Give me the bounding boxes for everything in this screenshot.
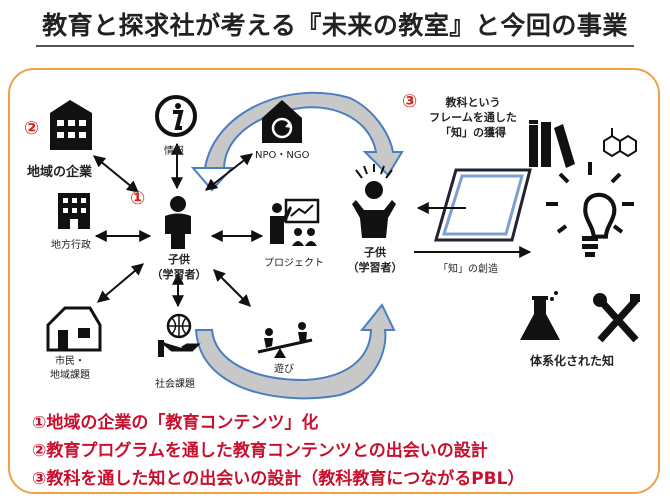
label-social-issues: 社会課題 [155, 379, 195, 390]
subject-frame-icon [434, 168, 532, 242]
label-learner-left: （学習者） [151, 268, 207, 281]
badge-two: ② [24, 118, 40, 139]
citizen-house-icon [46, 306, 102, 352]
label-frame-line3: 「知」の獲得 [440, 126, 506, 139]
label-learner-right: （学習者） [347, 261, 403, 274]
label-local-gov: 地方行政 [51, 240, 91, 251]
label-project: プロジェクト [264, 258, 324, 269]
label-child-right: 子供 [364, 246, 386, 259]
books-icon [529, 120, 575, 168]
label-npo: NPO・NGO [255, 150, 310, 161]
child-learner-icon [165, 196, 191, 249]
summary-item-3: ③教科を通した知との出会いの設計（教科教育につながるPBL） [32, 469, 525, 489]
badge-one: ① [130, 188, 146, 209]
company-building-icon [50, 100, 92, 150]
tools-icon [593, 293, 640, 343]
label-child-left: 子供 [168, 253, 190, 266]
molecule-icon [603, 128, 637, 158]
play-seesaw-icon [257, 322, 313, 358]
lightbulb-icon [546, 162, 634, 257]
summary-item-1: ①地域の企業の「教育コンテンツ」化 [32, 413, 319, 433]
label-frame-line1: 教科という [445, 96, 501, 109]
label-play: 遊び [274, 364, 294, 375]
science-flask-icon [520, 291, 560, 340]
project-presentation-icon [270, 198, 320, 246]
label-frame-line2: フレームを通した [429, 111, 517, 124]
info-icon [155, 95, 197, 137]
label-info: 情報 [164, 146, 184, 157]
label-regional-issues: 地域課題 [50, 370, 90, 381]
diagram-frame [8, 68, 660, 494]
title-underline [36, 45, 634, 47]
child-cheering-icon [352, 164, 396, 238]
label-systematic-knowledge: 体系化された知 [530, 354, 615, 368]
npo-house-icon [262, 100, 302, 143]
relationship-arrows [93, 142, 532, 308]
cycle-arrow-bottom [194, 303, 396, 400]
label-local-company: 地域の企業 [27, 165, 93, 180]
page-title: 教育と探求社が考える『未来の教室』と今回の事業 [42, 11, 628, 40]
government-building-icon [58, 193, 90, 229]
label-citizen: 市民・ [55, 356, 85, 367]
label-knowledge-creation: 「知」の創造 [438, 264, 498, 275]
social-issues-globe-icon [158, 313, 201, 357]
badge-three: ③ [402, 91, 418, 112]
summary-item-2: ②教育プログラムを通した教育コンテンツとの出会いの設計 [32, 441, 488, 461]
